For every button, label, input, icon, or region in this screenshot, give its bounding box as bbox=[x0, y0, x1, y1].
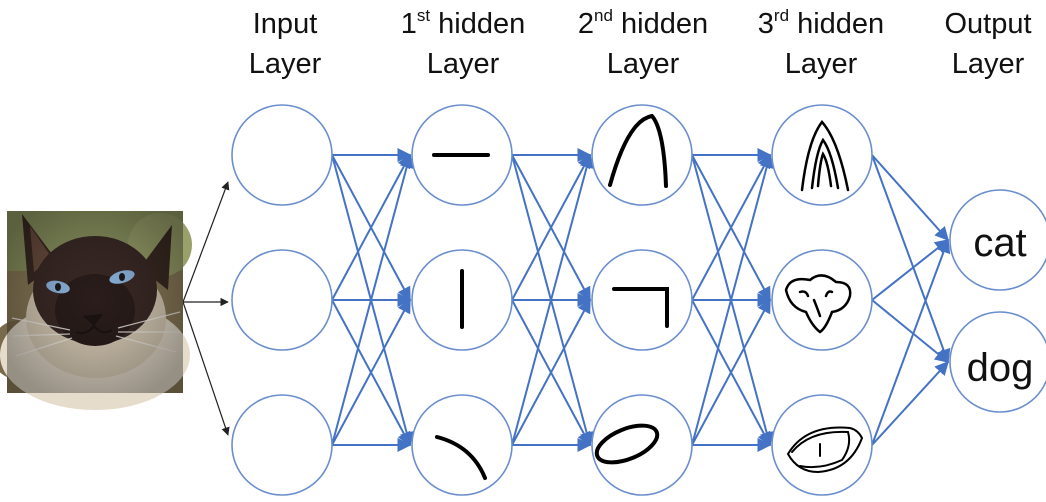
nodes bbox=[231, 104, 1046, 496]
header-line1: Output bbox=[944, 8, 1032, 40]
input-node-empty bbox=[231, 394, 333, 496]
header-line2: Layer bbox=[606, 48, 680, 80]
edge-hidden3-1-to-output-1 bbox=[871, 299, 950, 363]
cat-nose-glyph bbox=[784, 274, 852, 334]
hidden3-node-cat-eye bbox=[771, 394, 873, 496]
output-node-cat bbox=[949, 189, 1046, 291]
header-line1: 2nd hidden bbox=[577, 6, 709, 40]
header-line2: Layer bbox=[784, 48, 858, 80]
output-node-dog bbox=[949, 311, 1046, 413]
arch-glyph bbox=[608, 113, 668, 188]
hidden1-node-curve bbox=[411, 394, 513, 496]
hidden2-node-corner bbox=[591, 249, 693, 351]
header-output-layer: Output Layer bbox=[930, 4, 1046, 84]
edge-hidden3-1-to-output-0 bbox=[871, 239, 950, 301]
header-line1: 3rd hidden bbox=[757, 6, 885, 40]
edge-hidden1-1-to-hidden2-0 bbox=[511, 153, 591, 301]
ellipse-glyph bbox=[594, 423, 660, 465]
cat-eye-glyph bbox=[786, 426, 864, 474]
input-cat-image bbox=[0, 211, 192, 410]
header-line1: 1st hidden bbox=[400, 6, 526, 40]
curve-glyph bbox=[435, 435, 487, 480]
image-to-input-arrow-2 bbox=[182, 301, 230, 436]
header-input-layer: Input Layer bbox=[220, 4, 350, 84]
header-hidden-layer-3: 3rd hidden Layer bbox=[741, 4, 901, 84]
edge-hidden3-2-to-output-0 bbox=[871, 238, 951, 446]
output-label-dog: dog bbox=[967, 346, 1034, 390]
header-line2: Layer bbox=[426, 48, 500, 80]
edge-input-2-to-hidden1-1 bbox=[331, 298, 411, 446]
cat-ear-glyph bbox=[800, 120, 850, 192]
header-line2: Layer bbox=[248, 48, 322, 80]
edge-hidden3-2-to-output-1 bbox=[871, 360, 949, 446]
header-line2: Layer bbox=[951, 48, 1025, 80]
output-label-cat: cat bbox=[973, 221, 1026, 265]
input-node-empty bbox=[231, 249, 333, 351]
edge-hidden1-2-to-hidden2-1 bbox=[511, 298, 591, 446]
edge-hidden2-2-to-hidden3-0 bbox=[691, 153, 774, 446]
header-hidden-layer-2: 2nd hidden Layer bbox=[563, 4, 723, 84]
feature-glyphs bbox=[432, 113, 864, 480]
image-to-input-arrow-0 bbox=[182, 181, 230, 303]
header-hidden-layer-1: 1st hidden Layer bbox=[383, 4, 543, 84]
edge-hidden1-2-to-hidden2-0 bbox=[511, 153, 594, 446]
input-node-empty bbox=[231, 104, 333, 206]
hidden3-node-cat-nose bbox=[771, 249, 873, 351]
connections bbox=[182, 148, 951, 452]
edge-hidden2-2-to-hidden3-1 bbox=[691, 298, 771, 446]
edge-hidden3-0-to-output-0 bbox=[871, 154, 949, 242]
hidden2-node-ellipse bbox=[591, 394, 693, 496]
corner-glyph bbox=[612, 287, 669, 328]
edge-hidden3-0-to-output-1 bbox=[871, 154, 951, 364]
edge-input-1-to-hidden1-0 bbox=[331, 153, 411, 301]
edge-input-2-to-hidden1-0 bbox=[331, 153, 414, 446]
edge-hidden2-1-to-hidden3-0 bbox=[691, 153, 771, 301]
header-line1: Input bbox=[252, 8, 318, 40]
